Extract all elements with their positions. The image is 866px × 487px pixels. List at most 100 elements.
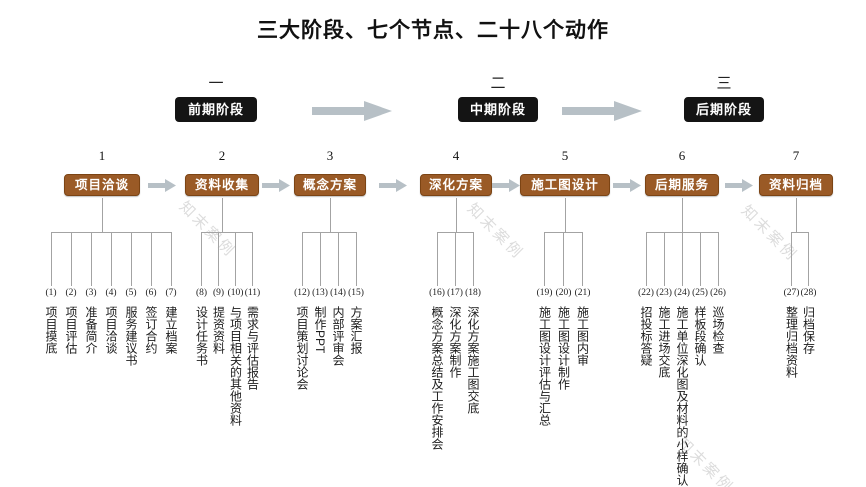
right-arrow-icon	[312, 101, 392, 121]
action-label: 深化方案施工图交底	[466, 306, 480, 414]
phase-box-early: 前期阶段	[175, 97, 257, 122]
connector-line	[218, 232, 219, 286]
connector-line	[682, 198, 683, 232]
action-item: (28)归档保存	[800, 288, 817, 354]
node-box-concept-scheme: 概念方案	[294, 174, 366, 196]
action-label: 准备简介	[84, 306, 98, 354]
action-item: (23)施工进场交底	[655, 288, 673, 378]
node-number-6: 6	[678, 148, 686, 163]
action-item: (5) 服务建议书	[121, 288, 141, 366]
action-number: (23)	[656, 288, 672, 298]
action-label: 深化方案制作	[448, 306, 462, 378]
action-item: (3)准备简介	[81, 288, 101, 354]
connector-line	[252, 232, 253, 286]
connector-line	[302, 232, 303, 286]
connector-line	[808, 232, 809, 286]
action-item: (24) 施工单位深化图及材料的小样确认	[673, 288, 691, 486]
node-number-3: 3	[326, 148, 334, 163]
phase-box-late: 后期阶段	[684, 97, 764, 122]
action-label: 方案汇报	[349, 306, 363, 354]
connector-line	[91, 232, 92, 286]
connector-line	[131, 232, 132, 286]
phase-numeral-1: 一	[208, 76, 224, 92]
action-number: (18)	[465, 288, 481, 298]
action-label: 施工图设计制作	[556, 306, 571, 390]
action-label: 巡场检查	[711, 306, 725, 354]
connector-line	[338, 232, 339, 286]
connector-line	[582, 232, 583, 286]
connector-line	[455, 232, 456, 286]
connector-line	[791, 232, 809, 233]
action-item: (4)项目洽谈	[101, 288, 121, 354]
action-number: (20)	[555, 288, 572, 298]
action-number: (24)	[674, 288, 690, 298]
action-label: 项目策划讨论会	[295, 306, 309, 390]
connector-line	[544, 232, 545, 286]
action-item: (10)与项目相关的其他资料	[227, 288, 244, 426]
connector-line	[437, 232, 438, 286]
node-number-1: 1	[98, 148, 106, 163]
node-1-actions: (1) 项目摸底 (2)项目评估 (3)准备简介 (4)项目洽谈 (5) 服务建议书…	[41, 288, 181, 366]
action-item: (21) 施工图内审	[573, 288, 592, 366]
connector-line	[222, 198, 223, 232]
right-arrow-icon	[613, 179, 641, 192]
action-label: 服务建议书	[124, 306, 138, 366]
connector-line	[796, 198, 797, 232]
action-label: 概念方案总结及工作安排会	[430, 306, 444, 450]
action-item: (14)内部评审会	[329, 288, 347, 366]
action-item: (17) 深化方案制作	[446, 288, 464, 378]
action-number: (6)	[145, 288, 157, 298]
action-number: (27)	[783, 288, 800, 298]
action-number: (9)	[212, 288, 225, 298]
action-label: 提资资料	[211, 306, 226, 354]
connector-line	[151, 232, 152, 286]
action-number: (21)	[574, 288, 591, 298]
action-label: 招投标答疑	[639, 306, 653, 366]
diagram-title: 三大阶段、七个节点、二十八个动作	[257, 19, 609, 42]
action-number: (15)	[348, 288, 364, 298]
connector-line	[718, 232, 719, 286]
action-label: 样板段确认	[693, 306, 707, 366]
action-item: (1) 项目摸底	[41, 288, 61, 354]
action-number: (28)	[800, 288, 817, 298]
action-item: (8)设计任务书	[193, 288, 210, 366]
node-number-7: 7	[792, 148, 800, 163]
connector-line	[473, 232, 474, 286]
phase-box-mid: 中期阶段	[458, 97, 538, 122]
node-number-2: 2	[218, 148, 226, 163]
node-number-4: 4	[452, 148, 460, 163]
action-label: 内部评审会	[331, 306, 345, 366]
watermark-text: 知末案例	[175, 198, 239, 262]
connector-line	[201, 232, 202, 286]
connector-line	[664, 232, 665, 286]
node-box-data-collection: 资料收集	[185, 174, 259, 196]
action-item: (25) 样板段确认	[691, 288, 709, 366]
connector-line	[71, 232, 72, 286]
connector-line	[682, 232, 683, 286]
action-item: (13) 制作PPT	[311, 288, 329, 353]
action-number: (5)	[125, 288, 137, 298]
node-5-actions: (19)施工图设计评估与汇总 (20)施工图设计制作 (21)施工图内审	[535, 288, 592, 426]
action-number: (13)	[312, 288, 328, 298]
action-number: (17)	[447, 288, 463, 298]
connector-line	[102, 198, 103, 232]
action-item: (9) 提资资料	[210, 288, 227, 354]
action-item: (2)项目评估	[61, 288, 81, 354]
right-arrow-icon	[725, 179, 753, 192]
action-number: (1)	[45, 288, 57, 298]
action-label: 项目摸底	[44, 306, 58, 354]
right-arrow-icon	[148, 179, 176, 192]
action-number: (10)	[227, 288, 244, 298]
connector-line	[646, 232, 647, 286]
action-label: 制作PPT	[313, 306, 327, 354]
right-arrow-icon	[562, 101, 642, 121]
node-4-actions: (16)概念方案总结及工作安排会 (17) 深化方案制作 (18) 深化方案施工图交…	[428, 288, 482, 450]
right-arrow-icon	[379, 179, 407, 192]
action-label: 施工单位深化图及材料的小样确认	[675, 306, 689, 486]
action-number: (25)	[692, 288, 708, 298]
action-item: (16)概念方案总结及工作安排会	[428, 288, 446, 450]
action-label: 施工图内审	[575, 306, 590, 366]
action-item: (12)项目策划讨论会	[293, 288, 311, 390]
action-number: (19)	[536, 288, 553, 298]
